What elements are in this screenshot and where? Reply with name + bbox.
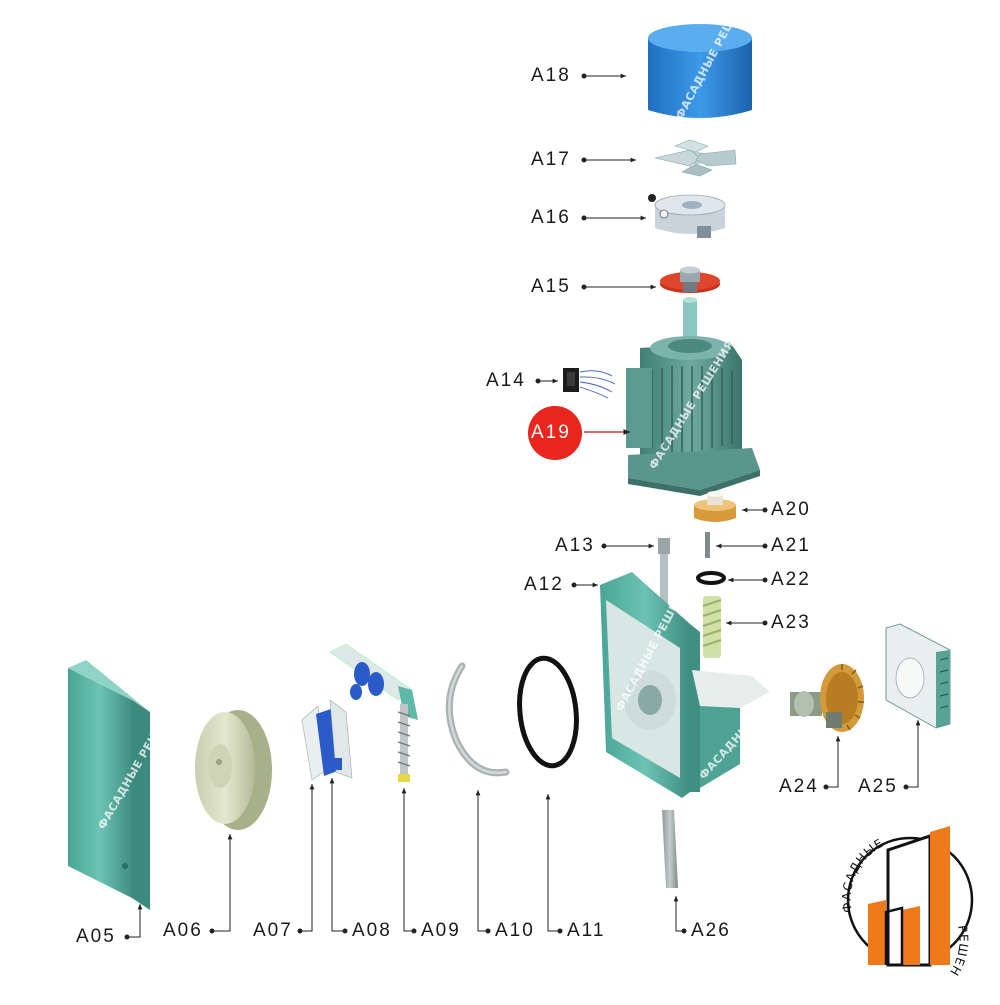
label-a06: A06 bbox=[163, 920, 203, 941]
label-a13: A13 bbox=[555, 535, 595, 556]
label-a21: A21 bbox=[771, 535, 811, 556]
part-a18-cover: ФАСАДНЫЕ РЕШЕНИЯ bbox=[648, 0, 755, 121]
part-a05-panel: ФАСАДНЫЕ РЕШЕНИЯ bbox=[68, 660, 181, 910]
label-a25: A25 bbox=[858, 776, 898, 797]
label-a24: A24 bbox=[779, 776, 819, 797]
part-a09-spring-bracket bbox=[329, 643, 418, 782]
part-a06-pulley bbox=[195, 710, 272, 830]
label-a09: A09 bbox=[421, 920, 461, 941]
label-a07: A07 bbox=[253, 920, 293, 941]
part-a23-worm bbox=[702, 596, 722, 658]
label-a26: A26 bbox=[691, 920, 731, 941]
part-a20-hub bbox=[694, 491, 736, 522]
part-a16-brake bbox=[648, 194, 726, 238]
part-a21-pin bbox=[705, 532, 710, 558]
part-a26-rod bbox=[662, 810, 678, 888]
part-a10-spring-ring bbox=[445, 662, 510, 777]
part-a24-gear bbox=[790, 664, 864, 732]
part-a15-washer bbox=[660, 266, 720, 293]
part-a19-motor: ФАСАДНЫЕ РЕШЕНИЯ bbox=[626, 297, 760, 496]
label-a05: A05 bbox=[76, 926, 116, 947]
part-a14-terminal bbox=[563, 368, 616, 399]
label-a10: A10 bbox=[495, 920, 535, 941]
highlight-marker-a19 bbox=[528, 406, 582, 460]
part-a25-plate bbox=[885, 623, 951, 729]
label-a18: A18 bbox=[531, 65, 571, 86]
label-a12: A12 bbox=[524, 574, 564, 595]
label-a14: A14 bbox=[486, 370, 526, 391]
part-a12-housing: ФАСАДНЫЕ РЕШЕНИЯ ФАСАДНЫЕ РЕШЕНИЯ bbox=[600, 572, 806, 798]
label-a08: A08 bbox=[352, 920, 392, 941]
label-a19: A19 bbox=[531, 422, 571, 443]
label-a15: A15 bbox=[531, 276, 571, 297]
label-a11: A11 bbox=[567, 920, 606, 941]
part-a22-ring bbox=[696, 571, 726, 585]
label-a23: A23 bbox=[771, 612, 811, 633]
label-a20: A20 bbox=[771, 499, 811, 520]
part-a13-bolt bbox=[658, 538, 670, 612]
label-a22: A22 bbox=[771, 569, 811, 590]
part-a07-a08-brackets bbox=[301, 699, 353, 781]
leader-lines bbox=[124, 73, 921, 940]
part-a17-fan bbox=[654, 139, 737, 177]
label-a17: A17 bbox=[531, 149, 571, 170]
label-a16: A16 bbox=[531, 207, 571, 228]
part-a11-seal bbox=[517, 655, 579, 769]
